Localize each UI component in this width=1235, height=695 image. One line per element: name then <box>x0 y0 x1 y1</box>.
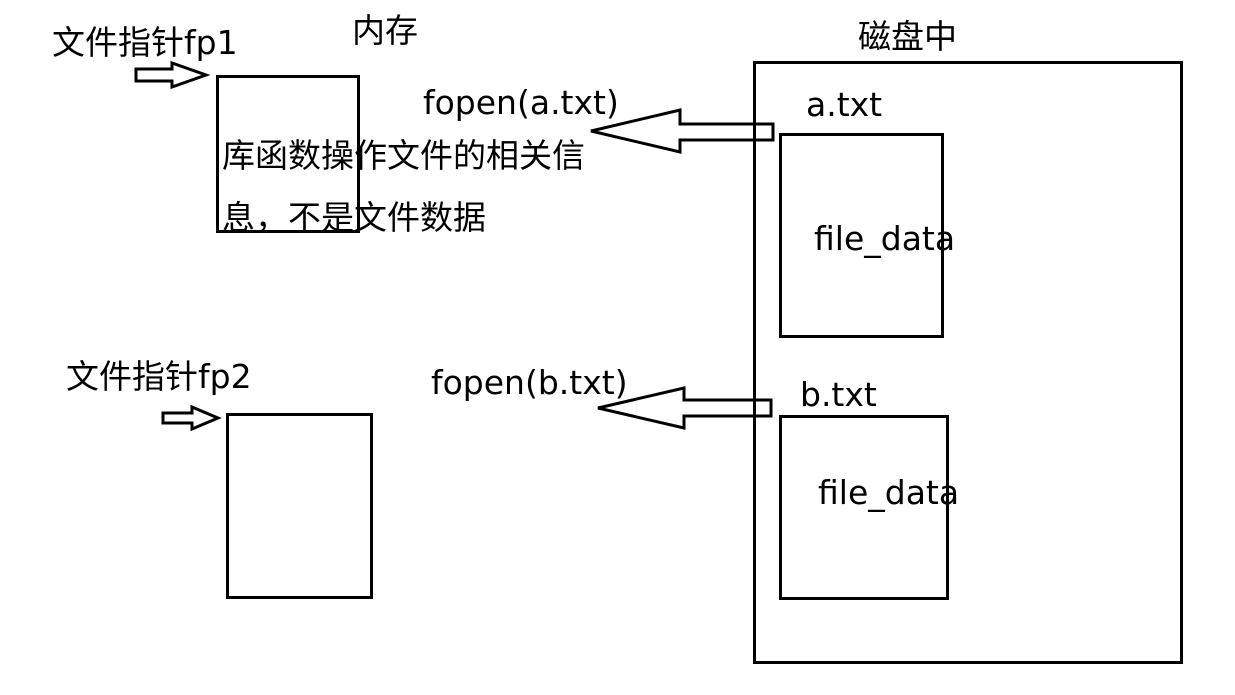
memory-title: 内存 <box>352 11 418 50</box>
memory-block-fp1 <box>216 75 360 233</box>
fp1-pointer-arrow <box>134 60 211 90</box>
memory-note-line1: 库函数操作文件的相关信 <box>222 136 585 175</box>
fopen-a-arrow <box>590 108 775 154</box>
file-a-name: a.txt <box>806 85 883 124</box>
fp2-pointer-arrow <box>161 404 222 432</box>
file-a-box <box>779 133 944 338</box>
file-pointer-fp1-label: 文件指针fp1 <box>52 23 238 62</box>
file-b-content: file_data <box>818 473 960 512</box>
file-b-name: b.txt <box>800 375 877 414</box>
fopen-b-label: fopen(b.txt) <box>431 363 628 402</box>
fopen-a-label: fopen(a.txt) <box>423 83 619 122</box>
file-b-box <box>779 415 949 600</box>
memory-block-fp2 <box>226 413 373 599</box>
memory-note-line2: 息，不是文件数据 <box>222 198 486 237</box>
file-a-content: file_data <box>814 219 956 258</box>
file-pointer-fp2-label: 文件指针fp2 <box>66 357 252 396</box>
disk-container <box>753 61 1183 664</box>
fopen-b-arrow <box>597 386 773 430</box>
disk-title: 磁盘中 <box>858 17 957 56</box>
